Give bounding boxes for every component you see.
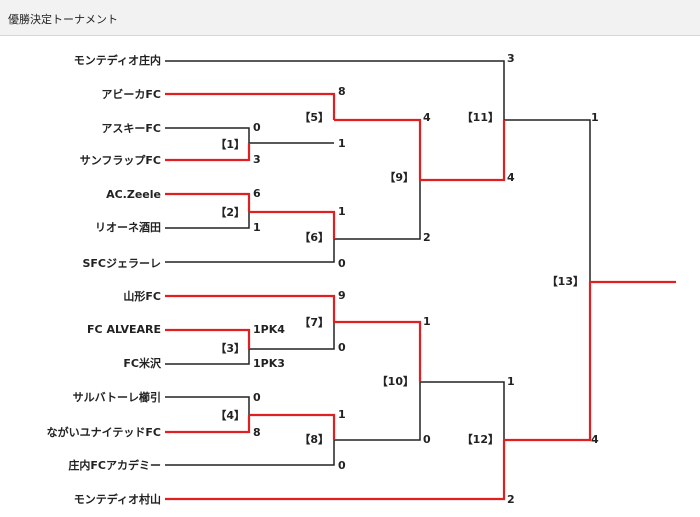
bracket-line xyxy=(165,212,250,229)
bracket-line xyxy=(165,396,250,415)
team-name: 山形FC xyxy=(123,289,161,303)
team-name: FC米沢 xyxy=(123,356,162,370)
score: 1 xyxy=(507,375,515,388)
team-name: モンテディオ村山 xyxy=(74,492,161,506)
bracket-line xyxy=(165,349,250,365)
score: 0 xyxy=(338,341,346,354)
score: 0 xyxy=(253,121,261,134)
winner-line xyxy=(165,294,336,322)
score: 3 xyxy=(507,52,515,65)
bracket-lines xyxy=(165,60,591,466)
score: 0 xyxy=(253,391,261,404)
team-name: サルバトーレ櫛引 xyxy=(73,390,161,404)
score: 8 xyxy=(253,426,261,439)
team-name: 庄内FCアカデミー xyxy=(68,458,161,472)
score: 1PK3 xyxy=(253,357,285,370)
winner-line xyxy=(504,282,592,442)
match-label: 【13】 xyxy=(547,275,584,288)
team-labels: モンテディオ庄内 アビーカFC アスキーFC サンフラップFC AC.Zeele… xyxy=(47,53,162,506)
winner-lines xyxy=(165,92,676,501)
team-name: ながいユナイテッドFC xyxy=(47,425,161,439)
winner-line xyxy=(334,118,422,180)
score: 3 xyxy=(253,153,261,166)
match-label: 【2】 xyxy=(215,206,245,219)
bracket-line xyxy=(165,239,335,263)
team-name: SFCジェラーレ xyxy=(82,257,161,270)
score: 4 xyxy=(423,111,431,124)
score: 1 xyxy=(338,408,346,421)
bracket-line xyxy=(420,381,505,440)
score: 2 xyxy=(507,493,515,506)
match-label: 【6】 xyxy=(299,231,329,244)
page-title: 優勝決定トーナメント xyxy=(8,13,118,26)
team-name: サンフラップFC xyxy=(80,153,161,167)
bracket-line xyxy=(334,382,421,441)
score: 1 xyxy=(253,221,261,234)
winner-line xyxy=(334,320,422,382)
score: 4 xyxy=(507,171,515,184)
score: 1PK4 xyxy=(253,323,285,336)
match-label: 【10】 xyxy=(377,375,414,388)
score: 0 xyxy=(338,257,346,270)
match-label: 【4】 xyxy=(215,409,245,422)
winner-line xyxy=(249,413,336,440)
team-name: アスキーFC xyxy=(101,122,161,135)
team-name: アビーカFC xyxy=(101,87,161,101)
team-name: モンテディオ庄内 xyxy=(74,53,161,67)
match-labels: 【1】 【2】 【3】 【4】 【5】 【6】 【7】 【8】 【9】 【10】… xyxy=(215,111,584,446)
team-name: FC ALVEARE xyxy=(87,323,161,336)
winner-line xyxy=(165,328,251,349)
score: 1 xyxy=(423,315,431,328)
winner-line xyxy=(249,210,336,239)
score: 8 xyxy=(338,85,346,98)
bracket-line xyxy=(249,322,335,350)
score: 9 xyxy=(338,289,346,302)
match-label: 【12】 xyxy=(462,433,499,446)
team-name: AC.Zeele xyxy=(106,188,161,201)
bracket-line xyxy=(334,180,421,240)
score: 2 xyxy=(423,231,431,244)
bracket-line xyxy=(165,60,505,120)
section-header: 優勝決定トーナメント xyxy=(0,0,700,36)
match-label: 【1】 xyxy=(215,138,245,151)
match-label: 【8】 xyxy=(299,433,329,446)
match-label: 【9】 xyxy=(384,171,414,184)
winner-line xyxy=(165,440,506,501)
winner-line xyxy=(165,143,251,162)
winner-line xyxy=(420,120,506,182)
winner-line xyxy=(165,192,251,212)
match-label: 【3】 xyxy=(215,342,245,355)
team-name: リオーネ酒田 xyxy=(95,221,161,234)
match-label: 【5】 xyxy=(299,111,329,124)
score: 0 xyxy=(338,459,346,472)
score: 4 xyxy=(591,433,599,446)
bracket-line xyxy=(165,440,335,466)
score: 1 xyxy=(338,137,346,150)
score: 6 xyxy=(253,187,261,200)
score: 1 xyxy=(338,205,346,218)
bracket-line xyxy=(165,127,250,143)
match-label: 【7】 xyxy=(299,316,329,329)
score: 1 xyxy=(591,111,599,124)
scores: 3 8 0 1 3 4 1 4 6 1 1 2 0 9 1 1PK4 0 1PK… xyxy=(253,52,599,506)
bracket-line xyxy=(504,119,591,282)
match-label: 【11】 xyxy=(462,111,499,124)
winner-line xyxy=(165,92,336,120)
score: 0 xyxy=(423,433,431,446)
winner-line xyxy=(165,415,251,434)
